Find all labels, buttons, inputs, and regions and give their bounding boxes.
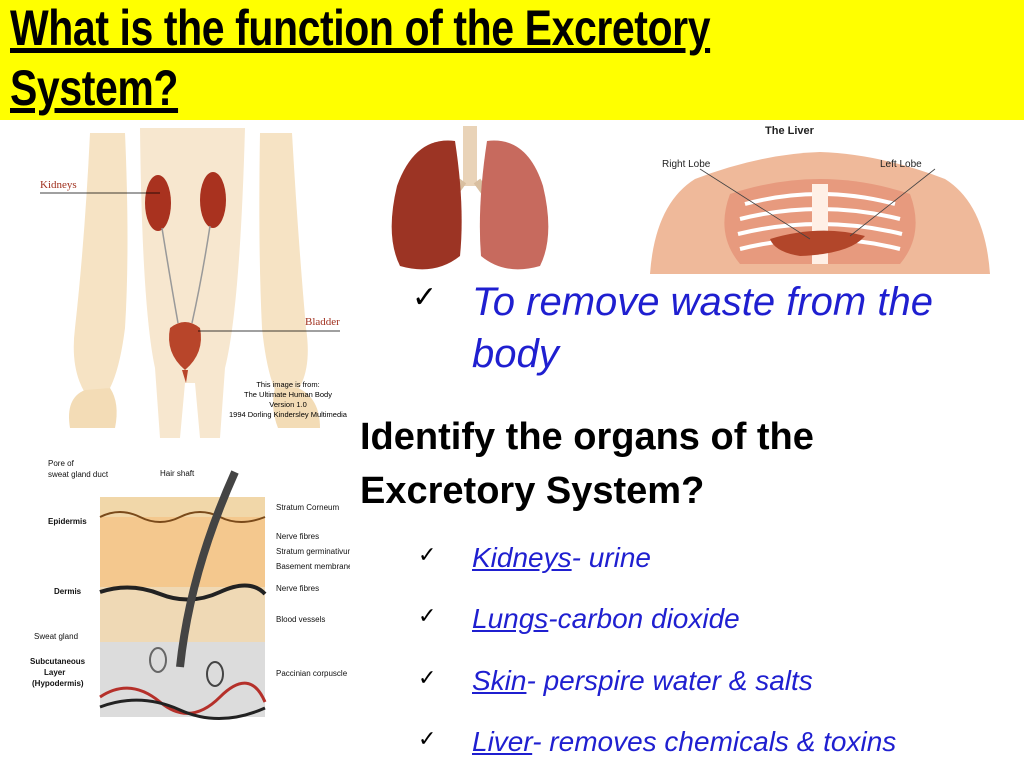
- list-item: Skin- perspire water & salts: [472, 664, 813, 698]
- pore-label-2: sweat gland duct: [48, 470, 109, 479]
- organ-name: Kidneys: [472, 542, 572, 573]
- paccinian-corpuscle-label: Paccinian corpuscle: [276, 669, 348, 678]
- kidneys-label: Kidneys: [40, 179, 77, 191]
- image-credit: This image is from: The Ultimate Human B…: [229, 380, 347, 419]
- organ-name: Lungs: [472, 603, 549, 634]
- list-item: Lungs-carbon dioxide: [472, 602, 740, 636]
- slide-title: What is the function of the Excretory Sy…: [10, 0, 711, 116]
- check-icon: ✓: [418, 727, 437, 752]
- dermis-label: Dermis: [54, 587, 82, 596]
- subcutaneous-label: Subcutaneous: [30, 657, 86, 666]
- bladder-label: Bladder: [305, 316, 340, 328]
- hypodermis-label: (Hypodermis): [32, 679, 84, 688]
- organ-desc: - urine: [571, 542, 651, 573]
- check-icon: ✓: [412, 280, 438, 315]
- title-band: [0, 0, 1024, 120]
- lungs-figure: [385, 126, 557, 274]
- pore-label: Pore of: [48, 459, 75, 468]
- stratum-corneum-label: Stratum Corneum: [276, 503, 339, 512]
- epidermis-label: Epidermis: [48, 517, 87, 526]
- nerve-fibres-label: Nerve fibres: [276, 532, 319, 541]
- list-item: Kidneys- urine: [472, 541, 651, 575]
- liver-figure: The Liver Right Lobe Left Lobe: [650, 124, 990, 274]
- sweat-gland-label: Sweat gland: [34, 632, 78, 641]
- check-icon: ✓: [418, 666, 437, 691]
- list-item: Liver- removes chemicals & toxins: [472, 725, 896, 759]
- liver-figure-title: The Liver: [765, 125, 815, 137]
- check-icon: ✓: [418, 543, 437, 568]
- hair-shaft-label: Hair shaft: [160, 469, 195, 478]
- right-lobe-label: Right Lobe: [662, 159, 711, 170]
- kidney-bladder-figure: Kidneys Bladder: [30, 128, 350, 438]
- organ-desc: -carbon dioxide: [548, 603, 740, 634]
- check-icon: ✓: [418, 604, 437, 629]
- stratum-germinativum-label: Stratum germinativum: [276, 547, 350, 556]
- organ-desc: - removes chemicals & toxins: [532, 726, 897, 757]
- organ-name: Skin: [472, 665, 527, 696]
- basement-membrane-label: Basement membrane: [276, 562, 350, 571]
- layer-label: Layer: [44, 668, 65, 677]
- question-heading: Identify the organs of the Excretory Sys…: [360, 416, 814, 512]
- organ-name: Liver: [472, 726, 533, 757]
- purpose-text: To remove waste from the body: [472, 280, 933, 376]
- skin-figure: Pore of sweat gland duct Hair shaft Epid…: [30, 452, 350, 737]
- blood-vessels-label: Blood vessels: [276, 615, 325, 624]
- nerve-fibres-label-2: Nerve fibres: [276, 584, 319, 593]
- left-lobe-label: Left Lobe: [880, 159, 922, 170]
- organ-desc: - perspire water & salts: [526, 665, 813, 696]
